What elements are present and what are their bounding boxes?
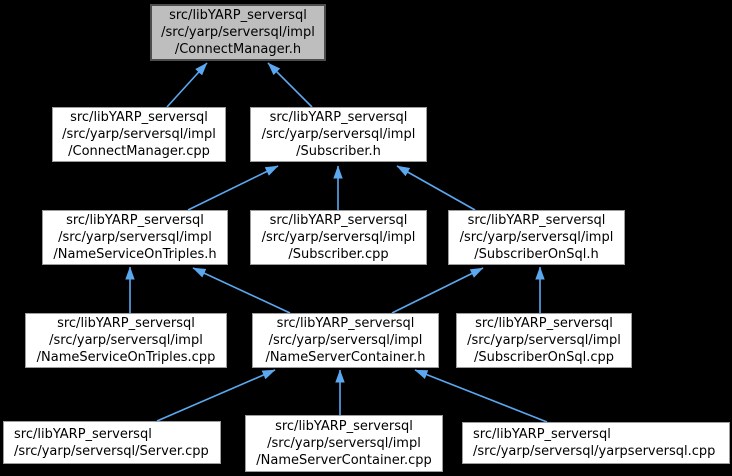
- node-label-line: /NameServerContainer.cpp: [256, 453, 432, 468]
- graph-node-name-service-on-triples-h[interactable]: src/libYARP_serversql/src/yarp/serversql…: [42, 210, 228, 265]
- node-label-line: src/libYARP_serversql: [169, 8, 307, 23]
- node-label-line: /Subscriber.cpp: [288, 247, 389, 262]
- edge-name-server-container-h-to-name-service-on-triples-h: [192, 267, 291, 314]
- node-label-line: src/libYARP_serversql: [473, 427, 611, 442]
- node-label-line: src/libYARP_serversql: [66, 213, 204, 228]
- edge-name-server-container-h-to-subscriber-on-sql-h: [391, 267, 484, 314]
- node-label-line: src/libYARP_serversql: [276, 316, 415, 331]
- node-label-line: /src/yarp/serversql/impl: [459, 230, 614, 245]
- graph-node-server-cpp[interactable]: src/libYARP_serversql/src/yarp/serversql…: [3, 421, 221, 464]
- graph-node-yarpserversql-cpp[interactable]: src/libYARP_serversql/src/yarp/serversql…: [462, 422, 730, 464]
- node-label-line: /src/yarp/serversql/impl: [268, 333, 423, 348]
- node-label-line: /NameServiceOnTriples.cpp: [36, 350, 216, 365]
- node-label-line: /src/yarp/serversql/Server.cpp: [14, 443, 209, 459]
- node-label-line: /ConnectManager.cpp: [68, 144, 210, 159]
- node-label-line: /src/yarp/serversql/impl: [261, 127, 416, 142]
- node-label-line: /src/yarp/serversql/impl: [49, 333, 203, 348]
- node-label-line: /src/yarp/serversql/impl: [261, 230, 416, 245]
- edge-connect-manager-cpp-to-connect-manager-h: [166, 62, 208, 108]
- edge-yarpserversql-cpp-to-name-server-container-h: [414, 369, 548, 423]
- node-label-line: /SubscriberOnSql.h: [474, 247, 599, 262]
- node-label-line: src/libYARP_serversql: [467, 213, 606, 228]
- graph-node-name-server-container-cpp[interactable]: src/libYARP_serversql/src/yarp/serversql…: [245, 415, 443, 472]
- node-label-line: /src/yarp/serversql/yarpserversql.cpp: [473, 444, 716, 459]
- node-label-line: src/libYARP_serversql: [275, 419, 413, 434]
- graph-node-connect-manager-cpp[interactable]: src/libYARP_serversql/src/yarp/serversql…: [52, 107, 226, 162]
- graph-node-subscriber-on-sql-h[interactable]: src/libYARP_serversql/src/yarp/serversql…: [448, 210, 625, 265]
- edge-name-service-on-triples-h-to-subscriber-h: [187, 165, 279, 211]
- node-label-line: src/libYARP_serversql: [475, 316, 613, 331]
- graph-node-subscriber-on-sql-cpp[interactable]: src/libYARP_serversql/src/yarp/serversql…: [456, 313, 632, 368]
- node-label-line: src/libYARP_serversql: [57, 316, 195, 331]
- edge-subscriber-on-sql-h-to-subscriber-h: [396, 165, 476, 211]
- node-label-line: /Subscriber.h: [296, 144, 381, 159]
- node-label-line: /src/yarp/serversql/impl: [58, 230, 212, 245]
- node-label-line: src/libYARP_serversql: [14, 426, 152, 442]
- node-label-line: /NameServiceOnTriples.h: [53, 247, 217, 262]
- node-label-line: /ConnectManager.h: [174, 42, 302, 57]
- edge-server-cpp-to-name-server-container-h: [156, 369, 276, 422]
- graph-node-subscriber-cpp[interactable]: src/libYARP_serversql/src/yarp/serversql…: [250, 210, 427, 265]
- graph-node-subscriber-h[interactable]: src/libYARP_serversql/src/yarp/serversql…: [250, 107, 427, 162]
- node-label-line: src/libYARP_serversql: [70, 110, 208, 125]
- node-label-line: /src/yarp/serversql/impl: [467, 333, 621, 348]
- edge-subscriber-h-to-connect-manager-h: [267, 62, 313, 108]
- node-label-line: src/libYARP_serversql: [269, 110, 408, 125]
- graph-node-name-server-container-h[interactable]: src/libYARP_serversql/src/yarp/serversql…: [252, 313, 439, 368]
- node-label-line: src/libYARP_serversql: [269, 213, 408, 228]
- node-label-line: /src/yarp/serversql/impl: [161, 25, 315, 40]
- node-label-line: /src/yarp/serversql/impl: [62, 127, 216, 142]
- graph-node-name-service-on-triples-cpp[interactable]: src/libYARP_serversql/src/yarp/serversql…: [25, 313, 227, 368]
- node-label-line: /SubscriberOnSql.cpp: [474, 350, 614, 365]
- graph-node-connect-manager-h[interactable]: src/libYARP_serversql/src/yarp/serversql…: [150, 4, 326, 61]
- node-label-line: /NameServerContainer.h: [265, 350, 426, 365]
- node-label-line: /src/yarp/serversql/impl: [267, 436, 421, 451]
